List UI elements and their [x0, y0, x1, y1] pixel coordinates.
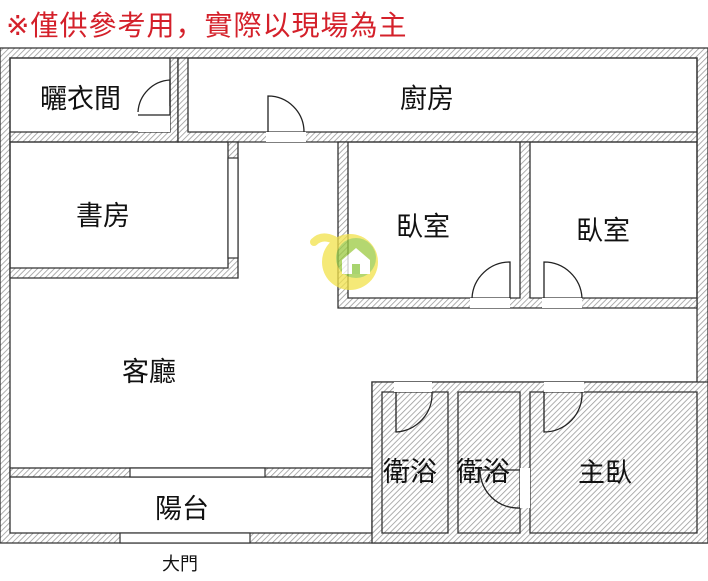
room-label-study: 書房	[76, 201, 130, 232]
balcony-opening	[129, 467, 266, 478]
entrance-opening	[119, 532, 251, 544]
room-label-bathroom-1: 衛浴	[383, 457, 437, 488]
room-label-walk-in-closet: 曬衣間	[40, 84, 121, 115]
doors	[137, 79, 584, 509]
room-label-kitchen: 廚房	[400, 84, 454, 115]
entrance-label: 大門	[162, 554, 198, 575]
windows	[119, 157, 266, 544]
bathroom-1-door	[394, 382, 433, 433]
study-wall	[9, 141, 239, 279]
study-window	[227, 157, 239, 259]
room-label-balcony: 陽台	[155, 494, 209, 525]
room-label-living-room: 客廳	[122, 357, 176, 388]
room-label-bathroom-2: 衛浴	[456, 457, 510, 488]
disclaimer-notice: ※僅供參考用，實際以現場為主	[6, 9, 408, 42]
kitchen-door	[266, 95, 306, 142]
room-labels: 曬衣間 廚房 書房 臥室 臥室 客廳 衛浴 衛浴 主臥 陽台 大門	[40, 84, 632, 575]
bath-block-wall	[371, 381, 708, 544]
closet-door	[137, 79, 171, 132]
house-logo-icon	[310, 233, 378, 290]
bathroom-2-door	[479, 468, 530, 509]
bedroom-2-door	[542, 261, 583, 308]
master-bedroom-door	[543, 382, 584, 433]
room-label-bedroom-1: 臥室	[396, 212, 450, 243]
room-label-master-bedroom: 主臥	[578, 458, 632, 489]
bedroom-block-wall	[337, 141, 698, 309]
bedroom-1-door	[470, 261, 511, 308]
room-label-bedroom-2: 臥室	[576, 216, 630, 247]
